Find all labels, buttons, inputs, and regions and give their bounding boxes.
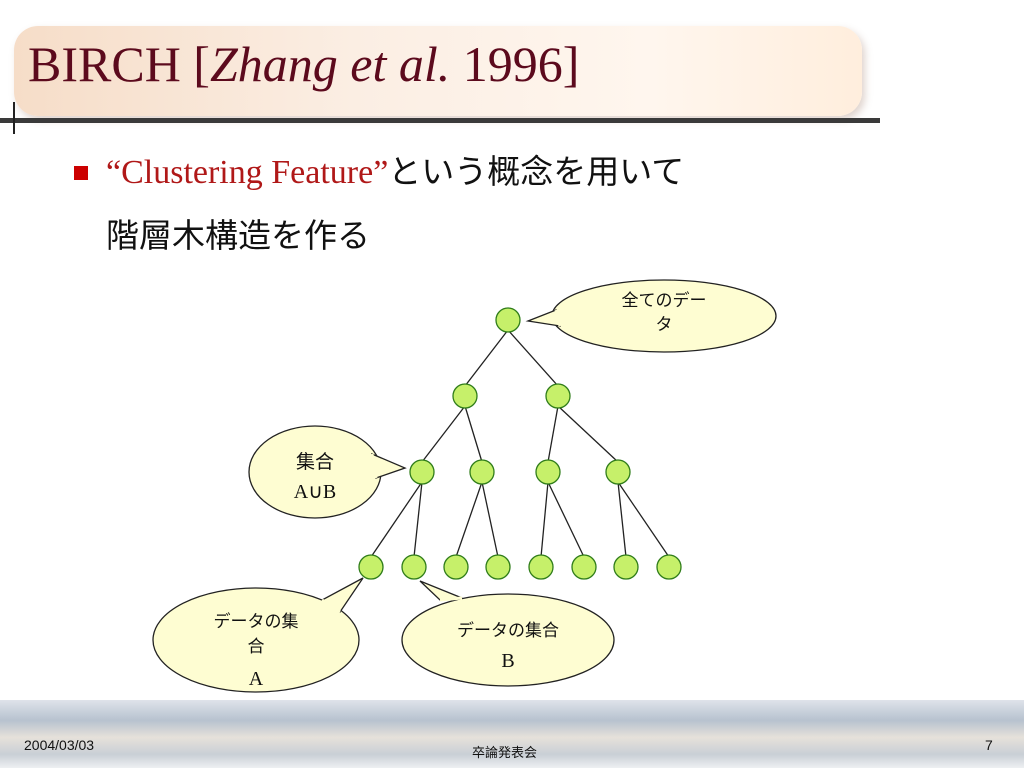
tree-node-l2	[401, 554, 427, 580]
bullet-line-2: 階層木構造を作る	[106, 216, 370, 255]
callout-text: 全てのデー	[622, 290, 707, 311]
title-box	[14, 26, 862, 116]
tree-edge-n11-l1	[370, 481, 423, 558]
footer-page-number: 7	[985, 737, 993, 753]
title-year: 1996]	[450, 36, 580, 92]
tree-edge-n2-n22	[557, 405, 619, 463]
callout-setB: データの集合 B	[401, 580, 615, 687]
tree-edge-n22-l7	[617, 481, 627, 558]
tree-node-n11	[409, 459, 435, 485]
tree-node-n12	[469, 459, 495, 485]
tree-node-l4	[485, 554, 511, 580]
bullet-line-1: “Clustering Feature”という概念を用いて	[106, 146, 684, 199]
bullet-quote: “Clustering Feature”	[106, 154, 389, 191]
callout-text: A∪B	[294, 481, 336, 503]
callout-seam	[439, 596, 463, 602]
callout-seam	[554, 309, 562, 327]
callout-text: 合	[248, 637, 265, 657]
tree-node-l6	[571, 554, 597, 580]
title-underline	[0, 118, 880, 123]
tree-edge-n1-n12	[464, 405, 483, 463]
tree-node-l3	[443, 554, 469, 580]
tree-node-l1	[358, 554, 384, 580]
callout-text: データの集	[214, 611, 299, 632]
bullet-text-1: という概念を用いて	[388, 152, 685, 191]
tree-edge-root-n2	[507, 329, 559, 387]
tree-nodes	[358, 307, 682, 580]
callout-text: データの集合	[457, 620, 559, 641]
tree-edge-n1-n11	[421, 405, 466, 463]
callout-text: 集合	[296, 451, 334, 473]
tree-node-n21	[535, 459, 561, 485]
title-authors: Zhang et al.	[209, 36, 451, 92]
crosshair-mark	[13, 102, 15, 134]
callout-bubble	[401, 593, 615, 687]
tree-node-n22	[605, 459, 631, 485]
footer-date: 2004/03/03	[24, 737, 95, 753]
footer-band	[0, 700, 1024, 768]
tree-edge-n11-l2	[413, 481, 423, 558]
tree-edge-n21-l5	[540, 481, 549, 558]
tree-node-l7	[613, 554, 639, 580]
tree-node-n2	[545, 383, 571, 409]
tree-edges	[370, 329, 670, 558]
tree-edge-n21-l6	[547, 481, 585, 558]
tree-edge-n12-l3	[455, 481, 483, 558]
tree-node-n1	[452, 383, 478, 409]
title-main: BIRCH [	[28, 36, 210, 92]
callout-seam	[321, 598, 341, 614]
callout-tail	[371, 452, 407, 479]
callout-union: 集合 A∪B	[248, 425, 407, 519]
slide-title: BIRCH [Zhang et al. 1996]	[28, 34, 579, 94]
bullet-square-icon	[74, 166, 88, 180]
tree-edge-root-n1	[464, 329, 509, 387]
callout-text: B	[501, 650, 514, 672]
callout-seam	[370, 453, 378, 479]
callout-bubble	[152, 587, 360, 693]
tree-node-root	[495, 307, 521, 333]
tree-node-l8	[656, 554, 682, 580]
callout-text: タ	[656, 315, 673, 335]
tree-edge-n12-l4	[481, 481, 499, 558]
tree-edge-n22-l8	[617, 481, 670, 558]
footer-event: 卒論発表会	[472, 746, 538, 761]
tree-edge-n2-n21	[547, 405, 559, 463]
callout-text: A	[249, 668, 264, 690]
tree-node-l5	[528, 554, 554, 580]
